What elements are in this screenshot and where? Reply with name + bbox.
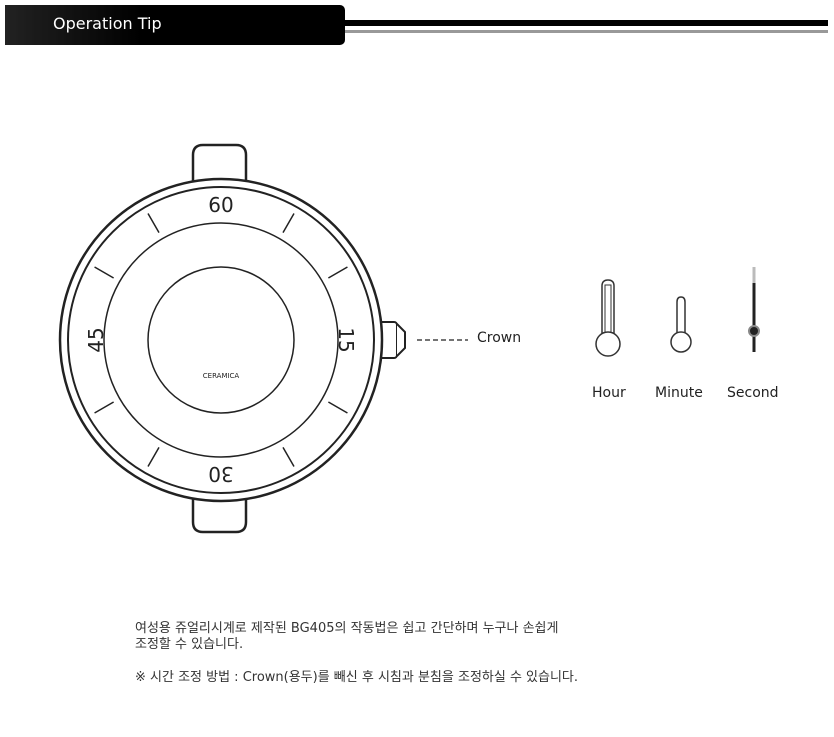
bezel-tick [328, 401, 348, 414]
bezel-tick [282, 447, 295, 467]
dial [147, 266, 295, 414]
section-title: Operation Tip [53, 14, 162, 33]
bezel-tick [94, 401, 114, 414]
header-rule-secondary [345, 30, 828, 33]
bezel-tick [94, 266, 114, 279]
brand-logo: CERAMICA [203, 372, 240, 380]
description-line-2: 조정할 수 있습니다. [135, 637, 244, 652]
bezel-number-30: 30 [208, 462, 233, 486]
minute-hand-label: Minute [655, 385, 703, 401]
second-hand-label: Second [727, 385, 779, 401]
bezel-tick [147, 447, 160, 467]
hour-hand-icon [595, 279, 621, 357]
crown-label: Crown [477, 330, 522, 346]
adjustment-note: ※ 시간 조정 방법 : Crown(용두)를 빼신 후 시침과 분침을 조정하… [135, 670, 579, 685]
minute-hand-icon [670, 296, 692, 353]
bezel-number-15: 15 [334, 327, 358, 352]
bezel-number-60: 60 [208, 193, 233, 217]
second-hand-icon [748, 267, 760, 352]
bezel-tick [147, 213, 160, 233]
bezel-tick [328, 266, 348, 279]
bezel-number-45: 45 [84, 327, 108, 352]
bezel-tick [282, 213, 295, 233]
header-rule [345, 20, 828, 26]
hour-hand-label: Hour [592, 385, 626, 401]
section-header: Operation Tip [5, 5, 345, 45]
description-line-1: 여성용 쥬얼리시계로 제작된 BG405의 작동법은 쉽고 간단하며 누구나 손… [135, 621, 559, 636]
